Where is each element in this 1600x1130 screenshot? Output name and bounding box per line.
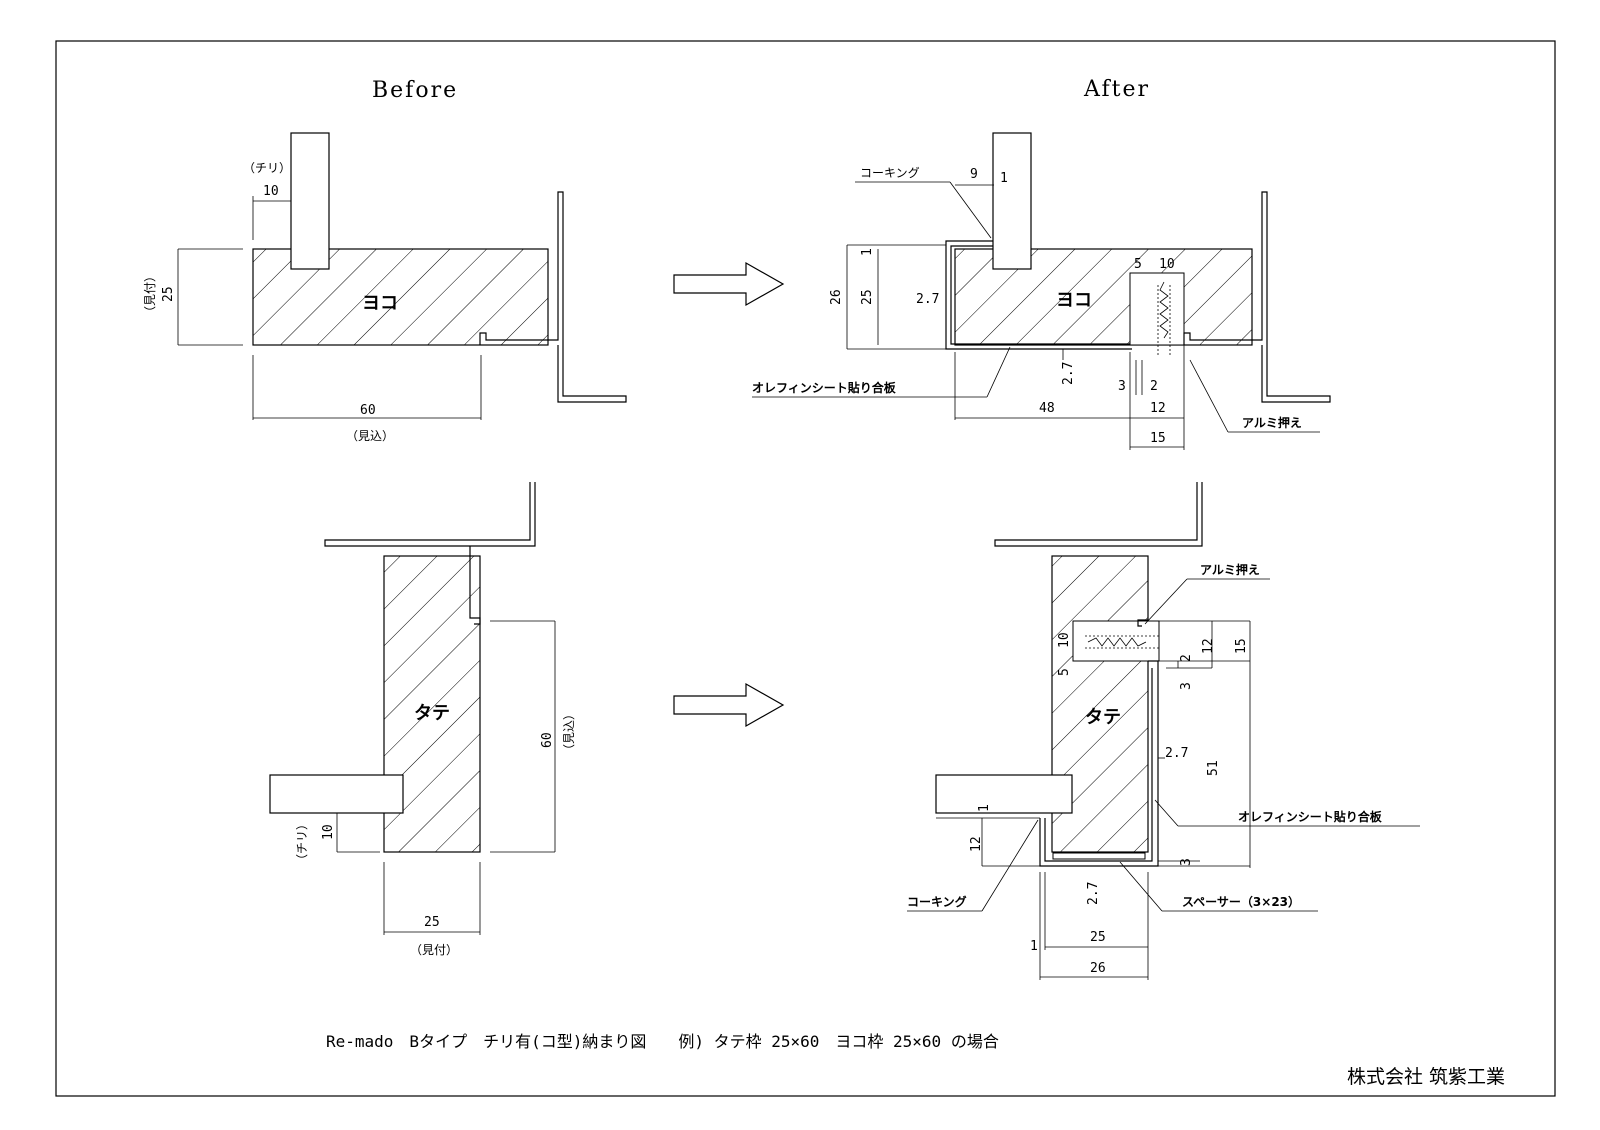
- dim-2-7b-tate: 2.7: [1086, 882, 1101, 905]
- tate-label: タテ: [414, 703, 450, 724]
- sash-profile-after: [1183, 191, 1331, 403]
- glass-pane-after: [992, 132, 1032, 270]
- sheet-border: [55, 40, 1556, 1097]
- caulking-label-bottom: コーキング: [907, 894, 967, 909]
- dim-3a-tate: 3: [1179, 682, 1194, 690]
- screw-block-tate: [1072, 620, 1160, 662]
- screw-icon: [1159, 281, 1169, 339]
- dim-1b: 1: [860, 248, 875, 256]
- sash-profile-tate: [324, 482, 536, 547]
- tate-label-after: タテ: [1085, 707, 1121, 728]
- dim-25-tate: 25: [1090, 930, 1106, 945]
- mikomi-label: （見込）: [346, 429, 394, 443]
- dim-mikomi-60: 60: [360, 403, 376, 418]
- dim-3: 3: [1118, 379, 1126, 394]
- screw-icon-tate: [1087, 637, 1147, 647]
- alumi-label-top: アルミ押え: [1242, 415, 1302, 430]
- dim-26: 26: [829, 289, 844, 305]
- dim-3b-tate: 3: [1179, 858, 1194, 866]
- chiri-label: （チリ）: [243, 161, 291, 175]
- yoko-label-after: ヨコ: [1056, 290, 1092, 311]
- chiri-label-tate: （チリ）: [295, 818, 309, 866]
- sash-profile-tate-after: [994, 482, 1203, 547]
- mitsuke-label-tate: （見付）: [410, 943, 458, 957]
- glass-pane-tate-after: [935, 774, 1073, 814]
- dim-2-7a: 2.7: [916, 292, 939, 307]
- dim-chiri-10-tate: 10: [321, 824, 336, 840]
- mikomi-label-tate: （見込）: [562, 708, 576, 756]
- dim-mitsuke-25: 25: [161, 286, 176, 302]
- dim-12-tate: 12: [1201, 638, 1216, 654]
- dim-2-7b: 2.7: [1061, 362, 1076, 385]
- mitsuke-label: （見付）: [143, 270, 157, 318]
- dim-1b-tate: 1: [1030, 939, 1038, 954]
- spacer: [1052, 852, 1146, 860]
- dim-2-7a-tate: 2.7: [1165, 746, 1188, 761]
- dim-5-tate: 5: [1057, 668, 1072, 676]
- dim-9: 9: [970, 167, 978, 182]
- arrow-top: [673, 261, 785, 307]
- before-yoko-section: （チリ） 10 25 （見付） 60 （見込） ヨコ: [143, 132, 627, 443]
- dim-2: 2: [1150, 379, 1158, 394]
- spacer-label: スペーサー（3×23）: [1182, 894, 1300, 909]
- yoko-label: ヨコ: [362, 293, 398, 314]
- dim-12b-tate: 12: [969, 836, 984, 852]
- dim-chiri-10: 10: [263, 184, 279, 199]
- company-name: 株式会社 筑紫工業: [1347, 1066, 1505, 1088]
- dim-51-tate: 51: [1206, 760, 1221, 776]
- heading-before: Before: [372, 78, 458, 103]
- dim-5: 5: [1134, 257, 1142, 272]
- sash-profile: [479, 191, 627, 403]
- olefin-label-bottom: オレフィンシート貼り合板: [1238, 809, 1383, 824]
- caulking-label-top: コーキング: [860, 166, 920, 180]
- before-tate-section: 60 （見込） 10 （チリ） 25 （見付） タテ: [269, 482, 576, 957]
- dim-26-tate: 26: [1090, 961, 1106, 976]
- dim-1-tate: 1: [977, 804, 992, 812]
- heading-after: After: [1083, 77, 1150, 102]
- drawing-caption: Re-mado Bタイプ チリ有(コ型)納まり図 例) タテ枠 25×60 ヨコ…: [326, 1032, 999, 1051]
- dim-12: 12: [1150, 401, 1166, 416]
- glass-pane: [290, 132, 330, 270]
- screw-block: [1129, 272, 1185, 346]
- alumi-label-bottom: アルミ押え: [1200, 562, 1260, 577]
- dim-15-tate: 15: [1234, 638, 1249, 654]
- dim-mikomi-60-tate: 60: [540, 732, 555, 748]
- dim-10-tate: 10: [1057, 632, 1072, 648]
- dim-1a: 1: [1000, 171, 1008, 186]
- dim-10: 10: [1159, 257, 1175, 272]
- olefin-label-top: オレフィンシート貼り合板: [752, 380, 897, 395]
- after-yoko-section: コーキング 9 1 26 25 1 2.7 2.7 5 10 3 2 48 12: [752, 132, 1331, 450]
- dim-25: 25: [860, 289, 875, 305]
- dim-48: 48: [1039, 401, 1055, 416]
- olefin-plywood-cover: [945, 240, 1132, 350]
- after-tate-section: 12 15 10 5 2 3 2.7 51 3 1 12 2.7 1 25 26…: [907, 482, 1420, 980]
- dim-2-tate: 2: [1179, 654, 1194, 662]
- glass-pane-tate: [269, 774, 404, 814]
- dim-mitsuke-25-tate: 25: [424, 915, 440, 930]
- dim-15: 15: [1150, 431, 1166, 446]
- arrow-bottom: [673, 682, 785, 728]
